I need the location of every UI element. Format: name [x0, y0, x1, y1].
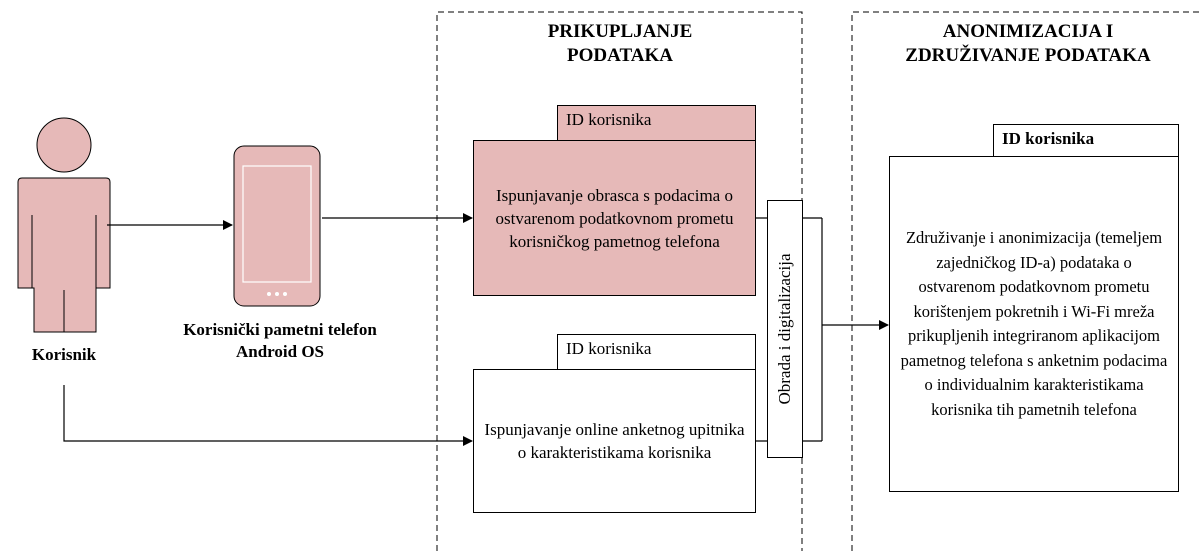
collection-heading: PRIKUPLJANJE PODATAKA [547, 21, 693, 66]
survey-id-tab: ID korisnika [557, 334, 756, 370]
user-label: Korisnik [31, 345, 97, 364]
processing-label: Obrada i digitalizacija [775, 253, 794, 405]
phone-label: Korisnički pametni telefon Android OS [183, 320, 377, 361]
person-icon [17, 117, 111, 333]
smartphone-icon [233, 145, 321, 307]
result-box: Združivanje i anonimizacija (temeljem za… [889, 156, 1179, 492]
processing-box: Obrada i digitalizacija [767, 200, 803, 458]
survey-box: Ispunjavanje online anketnog upitnika o … [473, 369, 756, 513]
survey-box-text: Ispunjavanje online anketnog upitnika o … [484, 420, 745, 462]
form-box-text: Ispunjavanje obrasca s podacima o ostvar… [495, 185, 734, 251]
form-id-tab: ID korisnika [557, 105, 756, 141]
result-box-text: Združivanje i anonimizacija (temeljem za… [900, 228, 1168, 419]
arrow-user-to-survey [63, 385, 473, 446]
result-id-tab: ID korisnika [993, 124, 1179, 157]
anonymization-heading: ANONIMIZACIJA I ZDRUŽIVANJE PODATAKA [905, 21, 1151, 66]
anonymization-group-frame [851, 11, 1203, 551]
form-box: Ispunjavanje obrasca s podacima o ostvar… [473, 140, 756, 296]
